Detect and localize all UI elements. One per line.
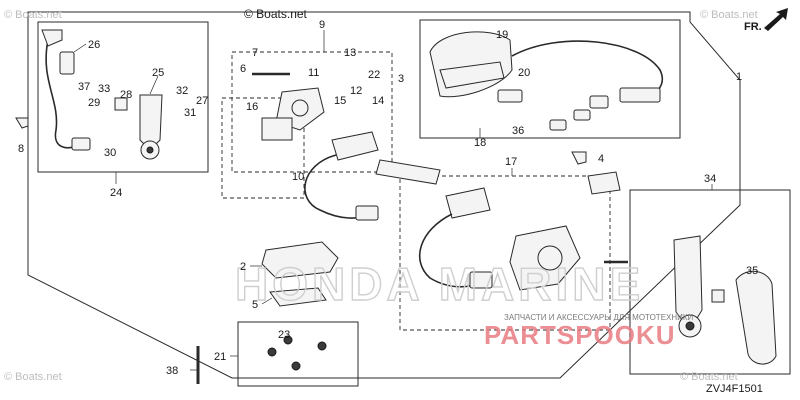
callout-18: 18 — [474, 137, 486, 149]
harness-17 — [419, 213, 481, 288]
group-box-24 — [37, 21, 209, 173]
callout-30: 30 — [104, 147, 116, 159]
watermark-site-bottom-right: © Boats.net — [680, 371, 738, 383]
callout-13: 13 — [344, 47, 356, 59]
diagram-code: ZVJ4F1501 — [706, 383, 763, 395]
group-box-34 — [629, 189, 791, 375]
plate-20 — [497, 89, 523, 103]
washer-22-a — [267, 347, 277, 357]
watermark-site-left: © Boats.net — [4, 9, 62, 21]
callout-12: 12 — [350, 85, 362, 97]
callout-33: 33 — [98, 83, 110, 95]
harness-18 — [511, 40, 664, 97]
bracket-26 — [41, 29, 63, 47]
callout-5: 5 — [252, 299, 258, 311]
switch-26 — [59, 51, 75, 75]
grip-35 — [735, 270, 777, 365]
switch-unit-17 — [445, 187, 491, 219]
button-36-b — [573, 109, 591, 121]
callout-15: 15 — [334, 95, 346, 107]
cover-bezel-19 — [439, 61, 505, 89]
callout-26: 26 — [88, 39, 100, 51]
assembly-outline — [27, 11, 741, 379]
housing-2 — [261, 241, 339, 279]
connector-14 — [355, 205, 379, 221]
switch-unit-14 — [331, 131, 379, 161]
callout-35: 35 — [746, 265, 758, 277]
callout-34: 34 — [704, 173, 716, 185]
callout-3: 3 — [398, 73, 404, 85]
bracket-16 — [261, 117, 293, 141]
group-box-21 — [237, 321, 359, 387]
connector-18 — [619, 87, 661, 103]
bracket-4 — [587, 171, 621, 195]
callout-37: 37 — [78, 81, 90, 93]
watermark-brand-logo: HONDA MARINE — [235, 258, 644, 310]
clip-8-right — [571, 151, 587, 165]
callout-4: 4 — [598, 153, 604, 165]
callout-19: 19 — [496, 29, 508, 41]
group-box-17 — [399, 175, 611, 331]
callout-32: 32 — [176, 85, 188, 97]
harness-37 — [45, 39, 79, 149]
callout-17: 17 — [505, 156, 517, 168]
callout-31: 31 — [184, 107, 196, 119]
spacer-28 — [114, 97, 128, 111]
spacer-28-right — [711, 289, 725, 303]
callout-21: 21 — [214, 351, 226, 363]
watermark-dealer-tagline: ЗАПЧАСТИ И АКСЕССУАРЫ ДЛЯ МОТОТЕХНИКИ — [504, 313, 694, 322]
watermark-site-top: © Boats.net — [244, 7, 308, 21]
callout-28: 28 — [120, 89, 132, 101]
switch-knob-16 — [291, 99, 309, 117]
front-direction-indicator: FR. — [744, 8, 788, 33]
front-arrow-icon — [764, 8, 788, 31]
callout-16: 16 — [246, 101, 258, 113]
lever-hub-center — [146, 146, 154, 154]
callout-24: 24 — [110, 187, 122, 199]
lever-hub-center-right — [685, 321, 695, 331]
washer-22-b — [291, 361, 301, 371]
callout-25: 25 — [152, 67, 164, 79]
callout-20: 20 — [518, 67, 530, 79]
watermark-dealer-logo: PARTSPOOKU — [484, 320, 676, 350]
callout-1: 1 — [736, 71, 742, 83]
callout-22: 22 — [368, 69, 380, 81]
callout-11: 11 — [308, 67, 319, 79]
callout-2: 2 — [240, 261, 246, 273]
callout-38: 38 — [166, 365, 178, 377]
front-direction-label: FR. — [744, 21, 762, 33]
washer-23-b — [317, 341, 327, 351]
gasket-5 — [269, 287, 327, 307]
connector-17 — [469, 271, 493, 289]
callout-7: 7 — [252, 47, 258, 59]
callout-36: 36 — [512, 125, 524, 137]
cable-sleeve — [375, 159, 441, 185]
leader-lines — [73, 30, 741, 371]
connector-24 — [71, 137, 91, 151]
callout-8: 8 — [18, 143, 24, 155]
callout-29: 29 — [88, 97, 100, 109]
control-head-knob — [537, 245, 563, 271]
callout-27: 27 — [196, 95, 208, 107]
clip-8-left — [15, 117, 29, 129]
watermark-site-right: © Boats.net — [700, 9, 758, 21]
callout-labels: 1 9 24 18 17 34 21 2 5 38 26 37 25 33 29… — [18, 19, 758, 377]
callout-6: 6 — [240, 63, 246, 75]
callout-23: 23 — [278, 329, 290, 341]
button-36-a — [549, 119, 567, 131]
callout-14: 14 — [372, 95, 384, 107]
callout-9: 9 — [319, 19, 325, 31]
callout-10: 10 — [292, 171, 304, 183]
group-box-18 — [419, 19, 681, 139]
washer-23-a — [283, 335, 293, 345]
button-36-c — [589, 95, 609, 109]
watermark-site-bottom-left: © Boats.net — [4, 371, 62, 383]
